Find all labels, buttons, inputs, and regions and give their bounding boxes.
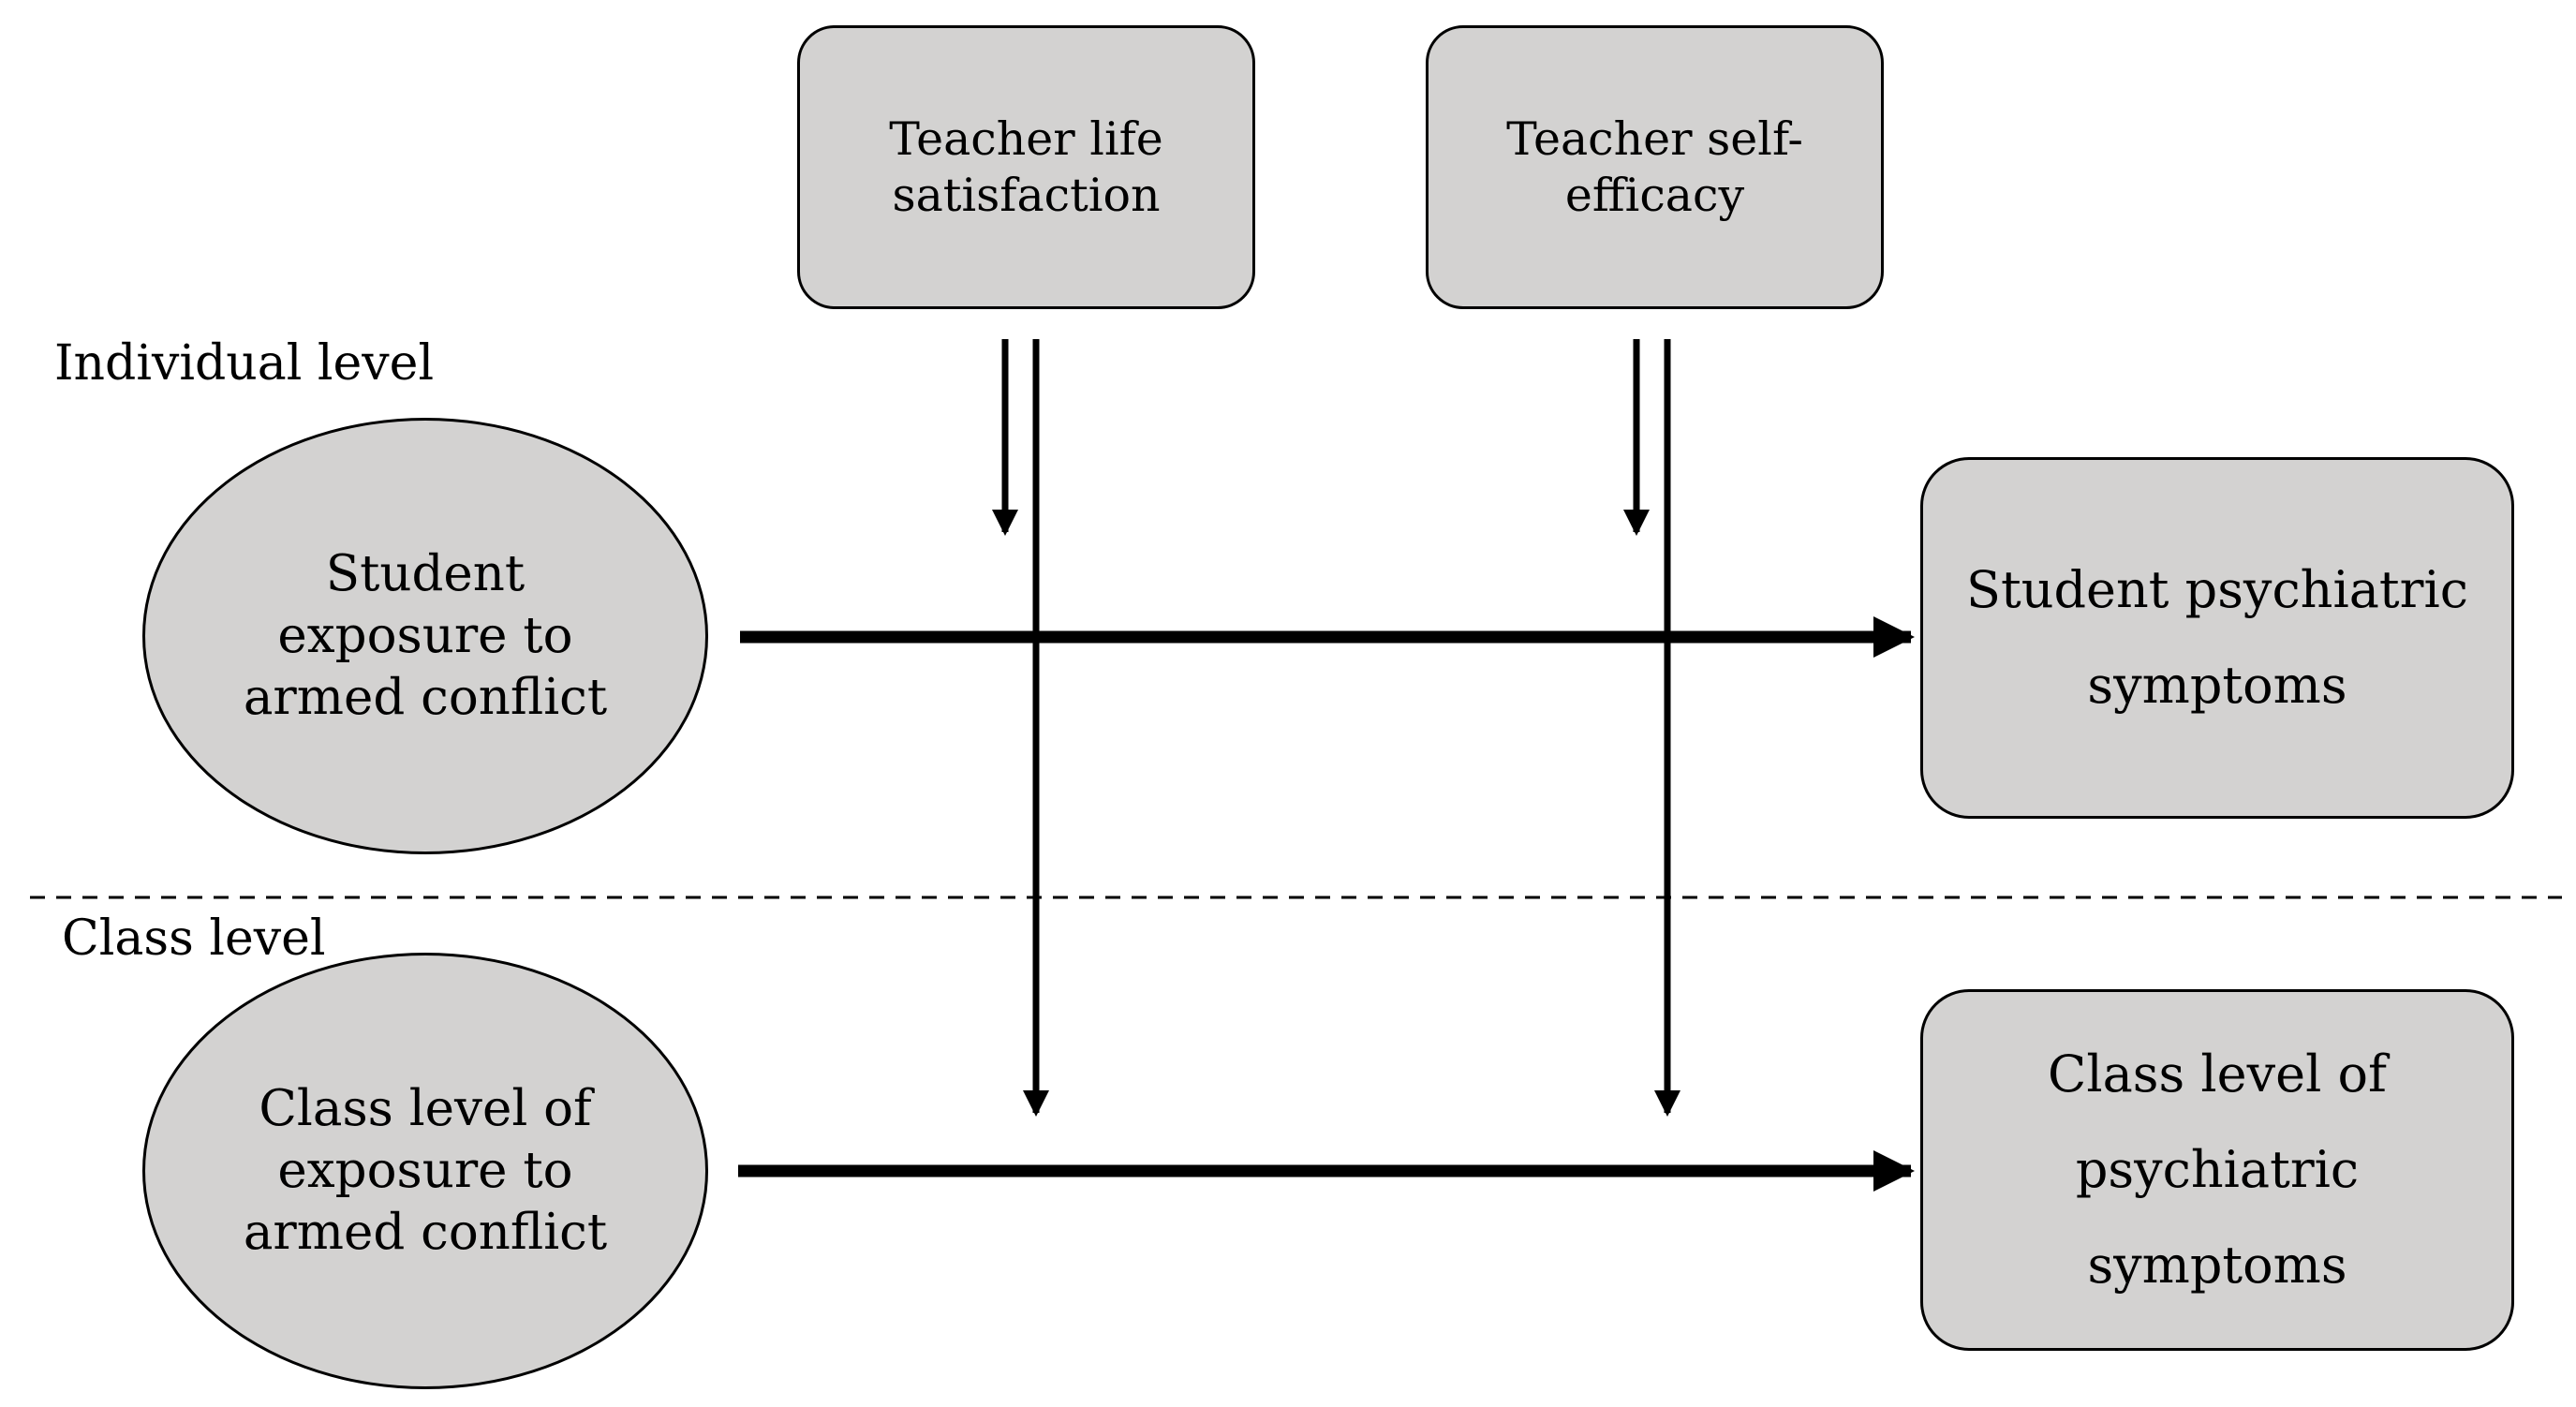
student-exposure-text: Student exposure to armed conflict	[243, 545, 608, 726]
teacher-life-satisfaction-box: Teacher life satisfaction	[797, 25, 1255, 309]
class-symptoms-text: Class level of psychiatric symptoms	[2048, 1044, 2387, 1295]
class-exposure-text: Class level of exposure to armed conflic…	[243, 1080, 608, 1261]
class-level-label: Class level	[62, 911, 326, 967]
student-symptoms-text: Student psychiatric symptoms	[1966, 560, 2468, 715]
class-exposure-ellipse: Class level of exposure to armed conflic…	[142, 953, 708, 1389]
student-symptoms-box: Student psychiatric symptoms	[1920, 457, 2514, 819]
teacher-self-efficacy-box: Teacher self- efficacy	[1426, 25, 1884, 309]
student-exposure-ellipse: Student exposure to armed conflict	[142, 418, 708, 854]
individual-level-label: Individual level	[54, 335, 435, 392]
teacher-self-efficacy-text: Teacher self- efficacy	[1506, 111, 1803, 222]
class-symptoms-box: Class level of psychiatric symptoms	[1920, 989, 2514, 1351]
teacher-life-satisfaction-text: Teacher life satisfaction	[889, 111, 1163, 222]
